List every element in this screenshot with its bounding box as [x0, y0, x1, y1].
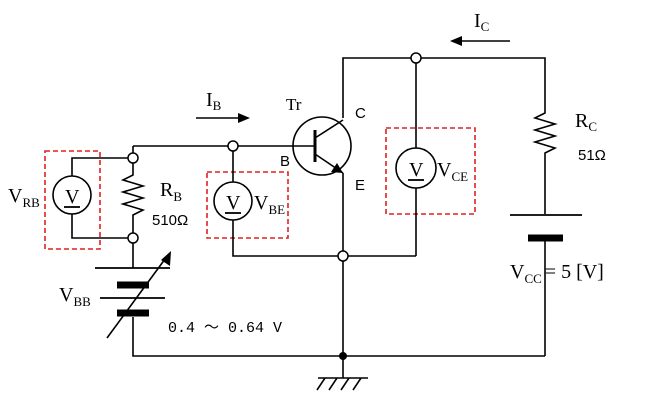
- node-vce-top: [410, 52, 422, 64]
- rb-label: RB: [160, 179, 182, 204]
- c-label: C: [355, 105, 366, 122]
- node-emitter: [337, 250, 349, 262]
- ib-label: IB: [206, 89, 222, 113]
- rc-resistor: [532, 108, 558, 214]
- vce-label: VCE: [437, 159, 468, 184]
- vbb-bottom-wire: [132, 317, 545, 357]
- b-label: B: [280, 153, 290, 170]
- vce-dashed-box: [385, 127, 476, 215]
- vcc-label: VCC= 5 [V]: [510, 261, 604, 286]
- vbe-label: VBE: [254, 192, 285, 217]
- vrb-label: VRB: [8, 185, 40, 210]
- rc-label: RC: [575, 110, 597, 134]
- vrb-meter-symbol: V: [65, 186, 80, 208]
- transistor-collector-lead: [314, 119, 344, 139]
- ground-hatch-4: [352, 377, 362, 391]
- e-label: E: [355, 177, 365, 194]
- transistor-emitter-arrow: [331, 163, 343, 173]
- rc-value: 51Ω: [578, 147, 606, 164]
- ic-label: IC: [474, 10, 489, 34]
- node-base-vbe: [227, 140, 239, 152]
- vbe-bottom-wire: [232, 220, 338, 257]
- ib-arrow-head: [238, 113, 250, 123]
- tr-label: Tr: [286, 95, 302, 114]
- node-rb-bottom: [127, 232, 139, 244]
- vbb-range: 0.4 ～ 0.64 V: [168, 320, 282, 337]
- vrb-top-wire: [71, 157, 128, 176]
- rb-value: 510Ω: [152, 212, 188, 229]
- vbb-variable-arrow-head: [161, 251, 171, 266]
- ic-arrow-head: [450, 36, 462, 46]
- ground-hatch-2: [328, 377, 338, 391]
- vrb-dashed-box: [44, 150, 101, 250]
- vce-meter-symbol: V: [409, 159, 424, 181]
- vbb-label: VBB: [59, 284, 91, 309]
- collector-top-wire: [342, 57, 546, 118]
- rb-resistor: [120, 163, 146, 233]
- node-base-rb-top: [127, 152, 139, 164]
- ground-hatch-1: [316, 377, 326, 391]
- ground-hatch-3: [340, 377, 350, 391]
- vbb-variable-arrow-line: [106, 254, 169, 339]
- vbe-dashed-box: [206, 171, 289, 239]
- vrb-bottom-wire: [71, 214, 128, 239]
- vbe-meter-symbol: V: [226, 192, 241, 214]
